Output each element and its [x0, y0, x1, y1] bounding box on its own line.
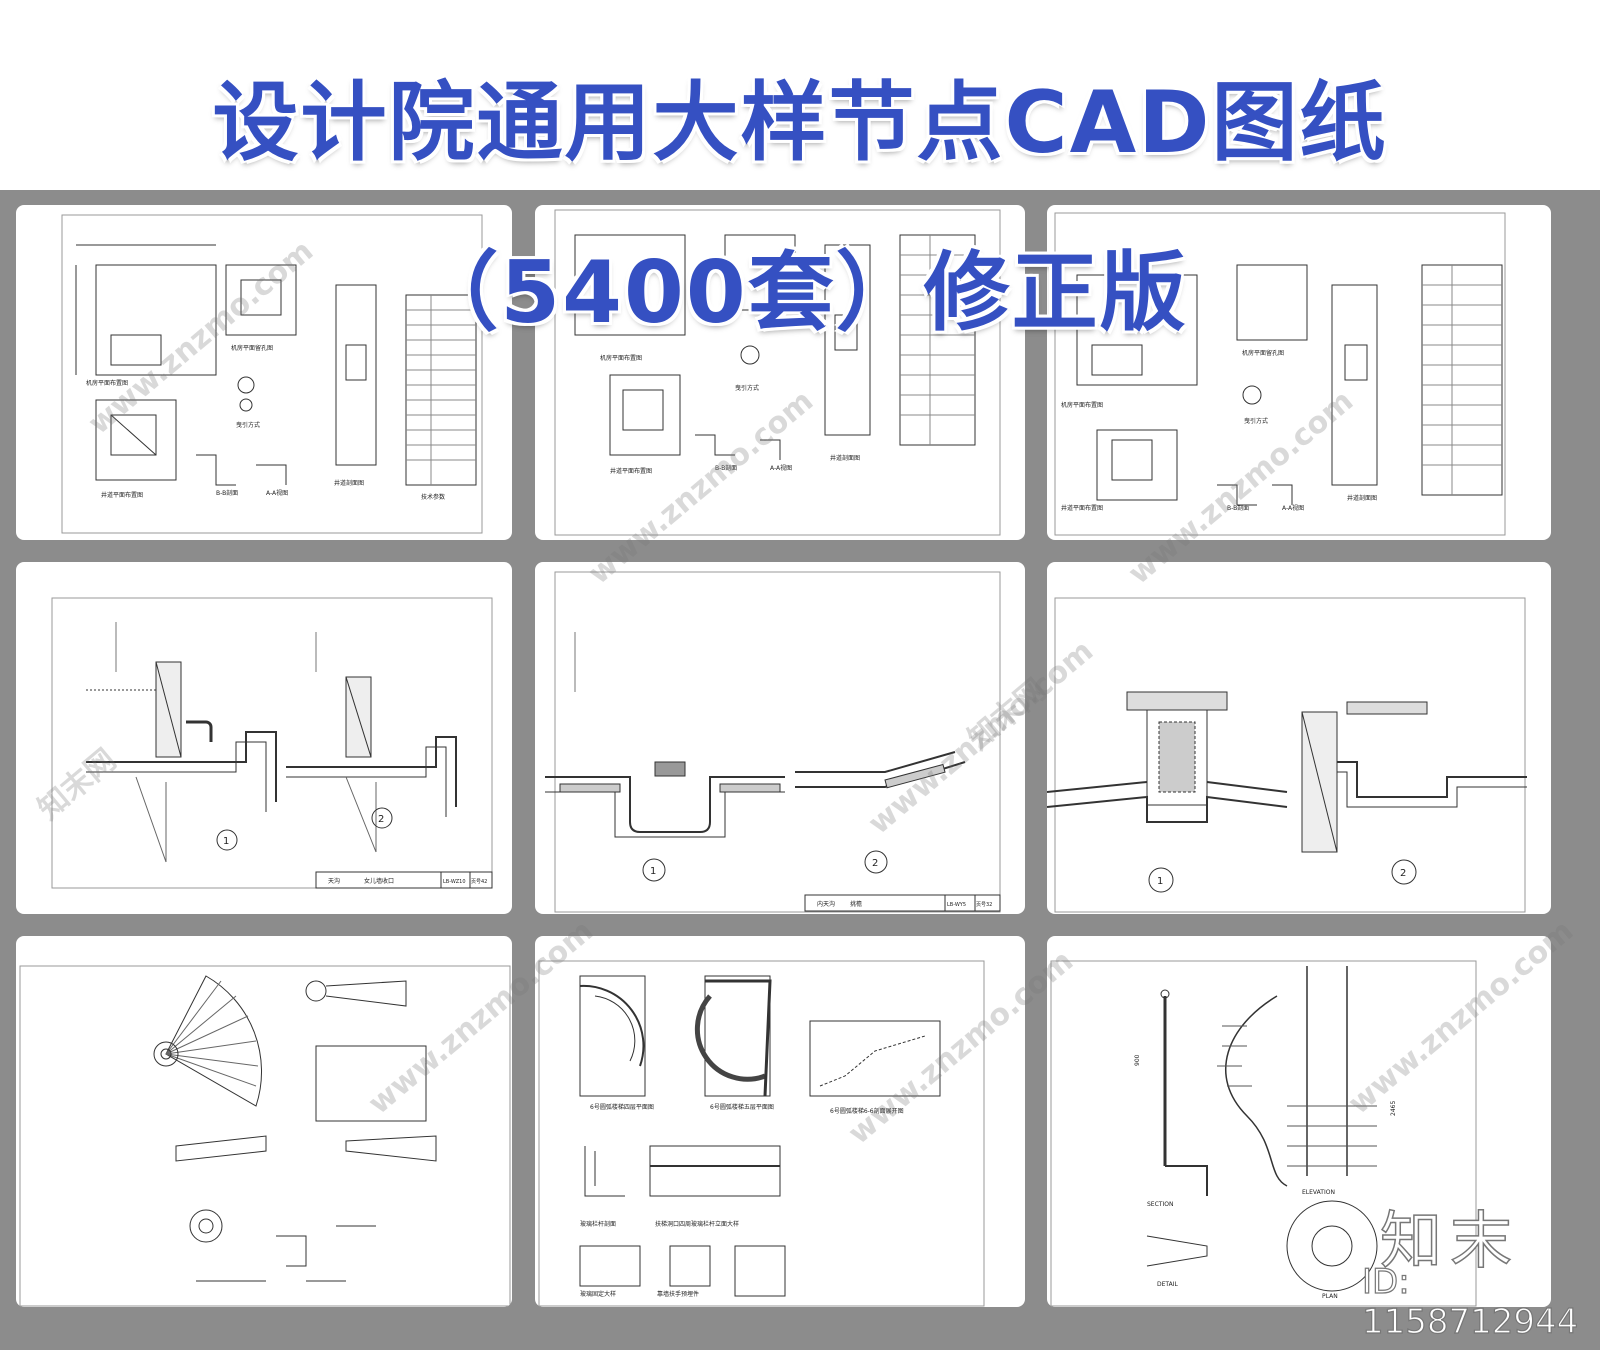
- titleblock-page: 页号42: [471, 879, 487, 885]
- elevator-drawing: 机房平面布置图 井道平面布置图 曳引方式 B-B剖面 A-A视图 井道剖面图: [554, 209, 1001, 536]
- label-section: SECTION: [1147, 1201, 1173, 1208]
- gutter-detail-drawing: 1 2 内天沟 挑檐 LB-WY5 页号32: [545, 571, 1001, 913]
- label-bb: B-B剖面: [1227, 504, 1249, 512]
- titleblock-sub: 挑檐: [850, 900, 862, 908]
- label-hoist-plan: 井道平面布置图: [1061, 504, 1103, 512]
- card-spiral-stair-2[interactable]: 6号圆弧楼梯四层平面图 6号圆弧楼梯五层平面图 6号圆弧楼梯6-6剖面展开图 玻…: [535, 936, 1025, 1307]
- label-glass-fix: 玻璃固定大样: [580, 1290, 616, 1298]
- title-line2: （5400套）修正版: [412, 243, 1188, 343]
- label-aa: A-A视图: [770, 464, 792, 472]
- spiral-stair-drawing: SECTION ELEVATION PLAN DETAIL 900 2465: [1050, 960, 1477, 1307]
- detail-number-1: 1: [650, 866, 656, 877]
- spiral-stair-drawing: 6号圆弧楼梯四层平面图 6号圆弧楼梯五层平面图 6号圆弧楼梯6-6剖面展开图 玻…: [538, 960, 985, 1307]
- header-band: [0, 0, 1600, 190]
- label-machine-room: 机房平面布置图: [1061, 401, 1103, 409]
- card-elevator-1[interactable]: 机房平面布置图 井道平面布置图 机房平面留孔图 曳引方式 B-B剖面 A-A视图…: [16, 205, 512, 540]
- card-elevator-3[interactable]: 机房平面布置图 井道平面布置图 机房平面留孔图 曳引方式 B-B剖面 A-A视图…: [1047, 205, 1551, 540]
- label-traction: 曳引方式: [735, 384, 759, 392]
- title-line1: 设计院通用大样节点CAD图纸: [212, 73, 1388, 173]
- dimension-900: 900: [1134, 1054, 1141, 1066]
- label-plan: PLAN: [1322, 1293, 1338, 1300]
- gutter-detail-drawing: 1 2 天沟 女儿墙收口 LB-WZ10 页号42: [51, 597, 493, 889]
- elevator-drawing: 机房平面布置图 井道平面布置图 机房平面留孔图 曳引方式 B-B剖面 A-A视图…: [1054, 212, 1506, 536]
- label-plan-4: 6号圆弧楼梯四层平面图: [590, 1103, 654, 1111]
- label-traction: 曳引方式: [1244, 417, 1268, 425]
- label-machine-room: 机房平面布置图: [600, 354, 642, 362]
- titleblock-name: 天沟: [328, 877, 340, 885]
- titleblock-sub: 女儿墙收口: [364, 877, 394, 885]
- label-section-66: 6号圆弧楼梯6-6剖面展开图: [830, 1107, 904, 1115]
- card-spiral-stair-3[interactable]: SECTION ELEVATION PLAN DETAIL 900 2465: [1047, 936, 1551, 1307]
- card-roof-gutter-3[interactable]: 1 2: [1047, 562, 1551, 914]
- label-glass-rail: 玻璃栏杆剖面: [580, 1220, 616, 1228]
- label-section: 井道剖面图: [830, 454, 860, 462]
- label-hoist-plan: 井道平面布置图: [101, 491, 143, 499]
- label-detail: DETAIL: [1157, 1281, 1178, 1288]
- label-aa: A-A视图: [266, 489, 288, 497]
- label-hole-plan: 机房平面留孔图: [1242, 349, 1284, 357]
- card-roof-gutter-1[interactable]: 1 2 天沟 女儿墙收口 LB-WZ10 页号42: [16, 562, 512, 914]
- detail-number-2: 2: [872, 858, 878, 869]
- gutter-detail-drawing: 1 2: [1047, 597, 1527, 913]
- detail-number-1: 1: [223, 836, 229, 847]
- label-hoist-plan: 井道平面布置图: [610, 467, 652, 475]
- label-aa: A-A视图: [1282, 504, 1304, 512]
- label-bb: B-B剖面: [216, 489, 238, 497]
- label-wall-handrail: 靠墙扶手预埋件: [657, 1290, 699, 1298]
- titleblock-code: LB-WY5: [947, 902, 966, 908]
- label-hole-plan: 机房平面留孔图: [231, 344, 273, 352]
- titleblock-code: LB-WZ10: [443, 879, 466, 885]
- spiral-stair-drawing: [19, 965, 511, 1307]
- card-roof-gutter-2[interactable]: 1 2 内天沟 挑檐 LB-WY5 页号32: [535, 562, 1025, 914]
- label-opening-rail: 扶梯洞口四周玻璃栏杆立面大样: [655, 1220, 739, 1228]
- detail-number-2: 2: [378, 814, 384, 825]
- label-plan-5: 6号圆弧楼梯五层平面图: [710, 1103, 774, 1111]
- dimension-2465: 2465: [1390, 1101, 1397, 1116]
- brand-logo: 知末: [1379, 1203, 1521, 1278]
- card-spiral-stair-1[interactable]: [16, 936, 512, 1307]
- titleblock-name: 内天沟: [817, 900, 835, 908]
- asset-id: ID: 1158712944: [1361, 1261, 1579, 1342]
- label-table-head: 技术参数: [421, 493, 445, 501]
- detail-number-1: 1: [1157, 876, 1163, 887]
- label-section: 井道剖面图: [334, 479, 364, 487]
- detail-number-2: 2: [1400, 868, 1406, 879]
- label-bb: B-B剖面: [715, 464, 737, 472]
- label-traction: 曳引方式: [236, 421, 260, 429]
- label-elevation: ELEVATION: [1302, 1189, 1335, 1196]
- titleblock-page: 页号32: [976, 902, 992, 908]
- label-machine-room: 机房平面布置图: [86, 379, 128, 387]
- elevator-drawing: 机房平面布置图 井道平面布置图 机房平面留孔图 曳引方式 B-B剖面 A-A视图…: [61, 214, 483, 534]
- card-elevator-2[interactable]: 机房平面布置图 井道平面布置图 曳引方式 B-B剖面 A-A视图 井道剖面图: [535, 205, 1025, 540]
- label-section: 井道剖面图: [1347, 494, 1377, 502]
